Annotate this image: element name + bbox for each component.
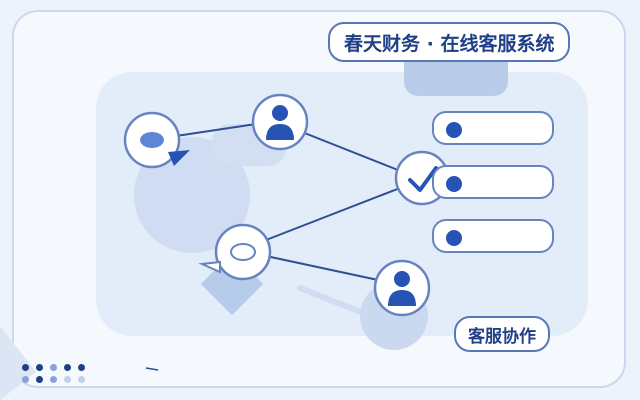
speech-bubble-icon <box>123 111 190 169</box>
list-pill-1 <box>432 111 554 145</box>
list-dot <box>446 230 462 246</box>
corner-accent <box>0 326 36 400</box>
chat-bubble-icon <box>198 223 272 281</box>
user-icon <box>251 93 309 151</box>
dot-pattern <box>20 362 100 392</box>
page-title: 春天财务 · 在线客服系统 <box>328 22 571 62</box>
list-dot <box>446 122 462 138</box>
small-dash <box>145 367 159 371</box>
list-dot <box>446 176 462 192</box>
connections <box>175 123 401 281</box>
collaboration-tag: 客服协作 <box>454 316 550 352</box>
user-icon-bottom <box>373 259 431 317</box>
list-pill-2 <box>432 165 554 199</box>
list-pill-3 <box>432 219 554 253</box>
title-tab <box>404 60 508 96</box>
